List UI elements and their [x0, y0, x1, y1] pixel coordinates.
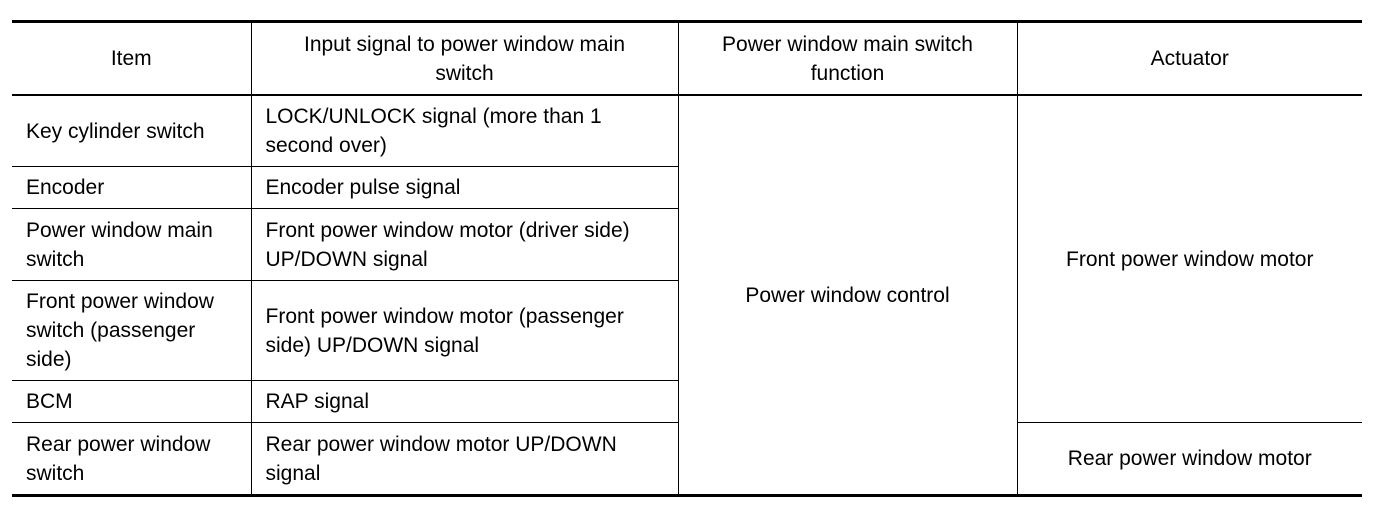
- row-input-signal: RAP signal: [250, 380, 678, 423]
- header-function: Power window main switch function: [677, 20, 1018, 96]
- row-item: BCM: [12, 380, 252, 423]
- header-actuator: Actuator: [1016, 20, 1362, 96]
- table-row: Key cylinder switch LOCK/UNLOCK signal (…: [12, 94, 1362, 497]
- table-row: Front power window switch (passenger sid…: [12, 280, 1362, 381]
- table-header-row: Item Input signal to power window main s…: [12, 20, 1362, 96]
- table-row: Power window main switch Front power win…: [12, 208, 1362, 281]
- row-input-signal: Encoder pulse signal: [250, 166, 678, 209]
- row-item: Encoder: [12, 166, 252, 209]
- actuator-rear: Rear power window motor: [1016, 422, 1362, 497]
- row-item: Rear power window switch: [12, 422, 252, 497]
- row-item: Key cylinder switch: [12, 94, 252, 167]
- row-input-signal: Front power window motor (passenger side…: [250, 280, 678, 381]
- signal-function-table: Item Input signal to power window main s…: [12, 20, 1362, 497]
- table-row: Rear power window switch Rear power wind…: [12, 422, 1362, 497]
- header-item: Item: [12, 20, 252, 96]
- row-input-signal: Rear power window motor UP/DOWN signal: [250, 422, 679, 497]
- function-cell: Power window control: [677, 94, 1018, 497]
- row-item: Front power window switch (passenger sid…: [12, 280, 252, 381]
- table-row: Encoder Encoder pulse signal: [12, 166, 1362, 209]
- header-input-signal: Input signal to power window main switch: [250, 20, 679, 96]
- row-item: Power window main switch: [12, 208, 252, 281]
- table-row: BCM RAP signal: [12, 380, 1362, 423]
- row-input-signal: LOCK/UNLOCK signal (more than 1 second o…: [250, 94, 679, 167]
- row-input-signal: Front power window motor (driver side) U…: [250, 208, 678, 281]
- actuator-front: Front power window motor: [1016, 94, 1362, 423]
